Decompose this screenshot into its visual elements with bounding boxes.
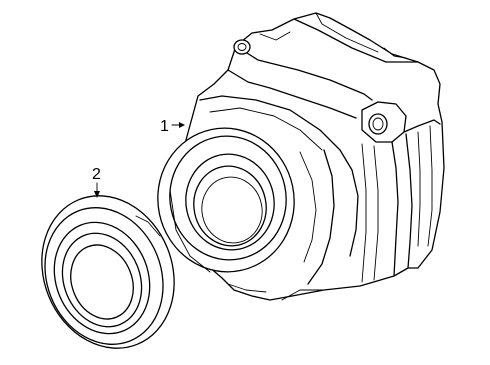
right-boss	[368, 113, 388, 135]
callout-1-arrow	[179, 122, 185, 128]
part-1-housing	[157, 12, 445, 301]
callout-2: 2	[92, 166, 101, 198]
callout-1: 1	[160, 118, 185, 135]
callout-2-label: 2	[92, 166, 101, 183]
upper-boss	[233, 39, 251, 55]
callout-1-label: 1	[160, 118, 169, 135]
lens-barrel	[157, 127, 295, 273]
part-2-cover	[41, 195, 175, 349]
callout-2-arrow	[94, 191, 100, 198]
